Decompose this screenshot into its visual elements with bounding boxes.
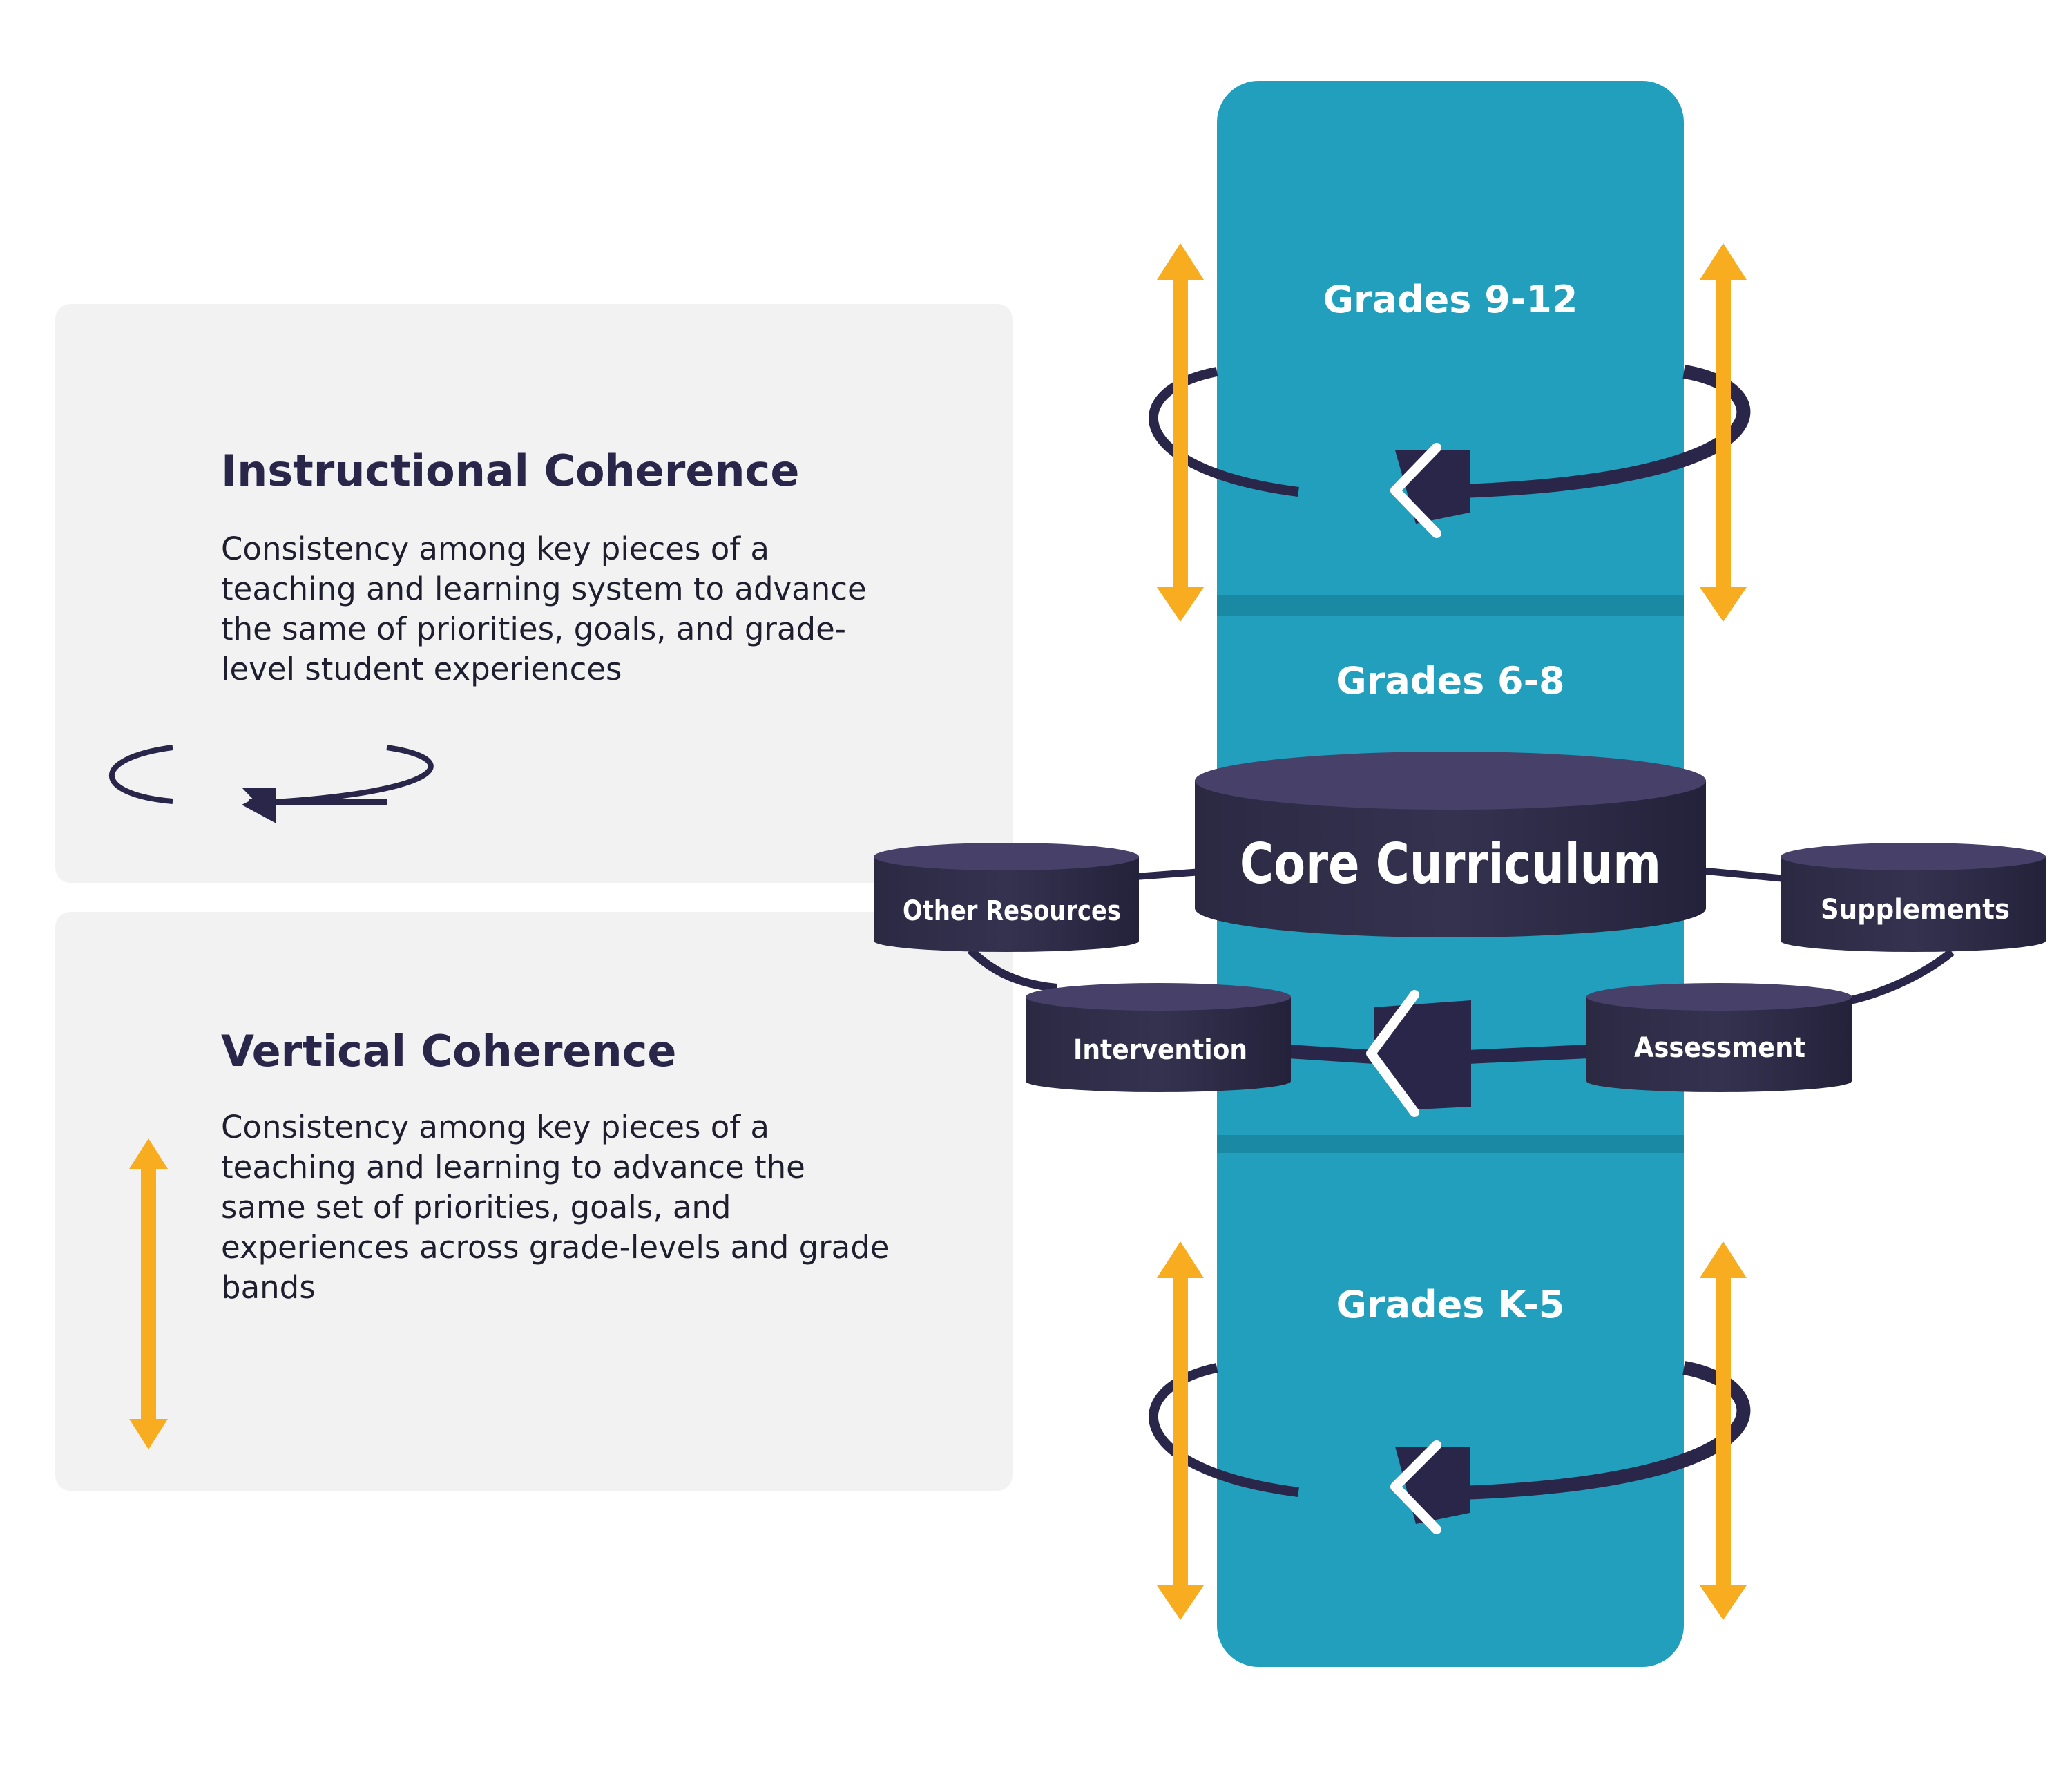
grade-band-9-12: Grades 9-12 [1323,278,1578,321]
vertical-arrow-bottom-left [1157,1241,1204,1620]
other-resources-label: Other Resources [903,895,1121,927]
assessment-label: Assessment [1634,1032,1805,1064]
vertical-coherence-description: Consistency among key pieces of a teachi… [221,1109,890,1306]
supplements-disc: Supplements [1781,843,2046,952]
core-curriculum-label: Core Curriculum [1240,832,1661,896]
grade-divider [1217,595,1684,616]
grade-band-6-8: Grades 6-8 [1336,659,1564,703]
instructional-coherence-description: Consistency among key pieces of a teachi… [221,531,867,687]
grade-divider [1217,1135,1684,1153]
instructional-coherence-title: Instructional Coherence [221,446,800,496]
instructional-coherence-card: Instructional Coherence Consistency amon… [55,304,1013,883]
vertical-coherence-title: Vertical Coherence [221,1026,677,1076]
grade-band-k-5: Grades K-5 [1336,1283,1565,1326]
supplements-label: Supplements [1821,894,2010,926]
intervention-disc: Intervention [1026,983,1291,1092]
other-resources-disc: Other Resources [874,843,1139,952]
core-curriculum-disc: Core Curriculum [1195,752,1706,937]
intervention-label: Intervention [1073,1034,1247,1066]
vertical-arrow-bottom-right [1700,1241,1747,1620]
assessment-disc: Assessment [1586,983,1852,1092]
component-ring [967,867,1955,1117]
vertical-arrow-top-right [1700,243,1747,622]
vertical-arrow-top-left [1157,243,1204,622]
circular-arrow-icon [109,745,434,823]
vertical-coherence-card: Vertical Coherence Consistency among key… [55,912,1013,1491]
vertical-double-arrow-icon [129,1138,168,1449]
